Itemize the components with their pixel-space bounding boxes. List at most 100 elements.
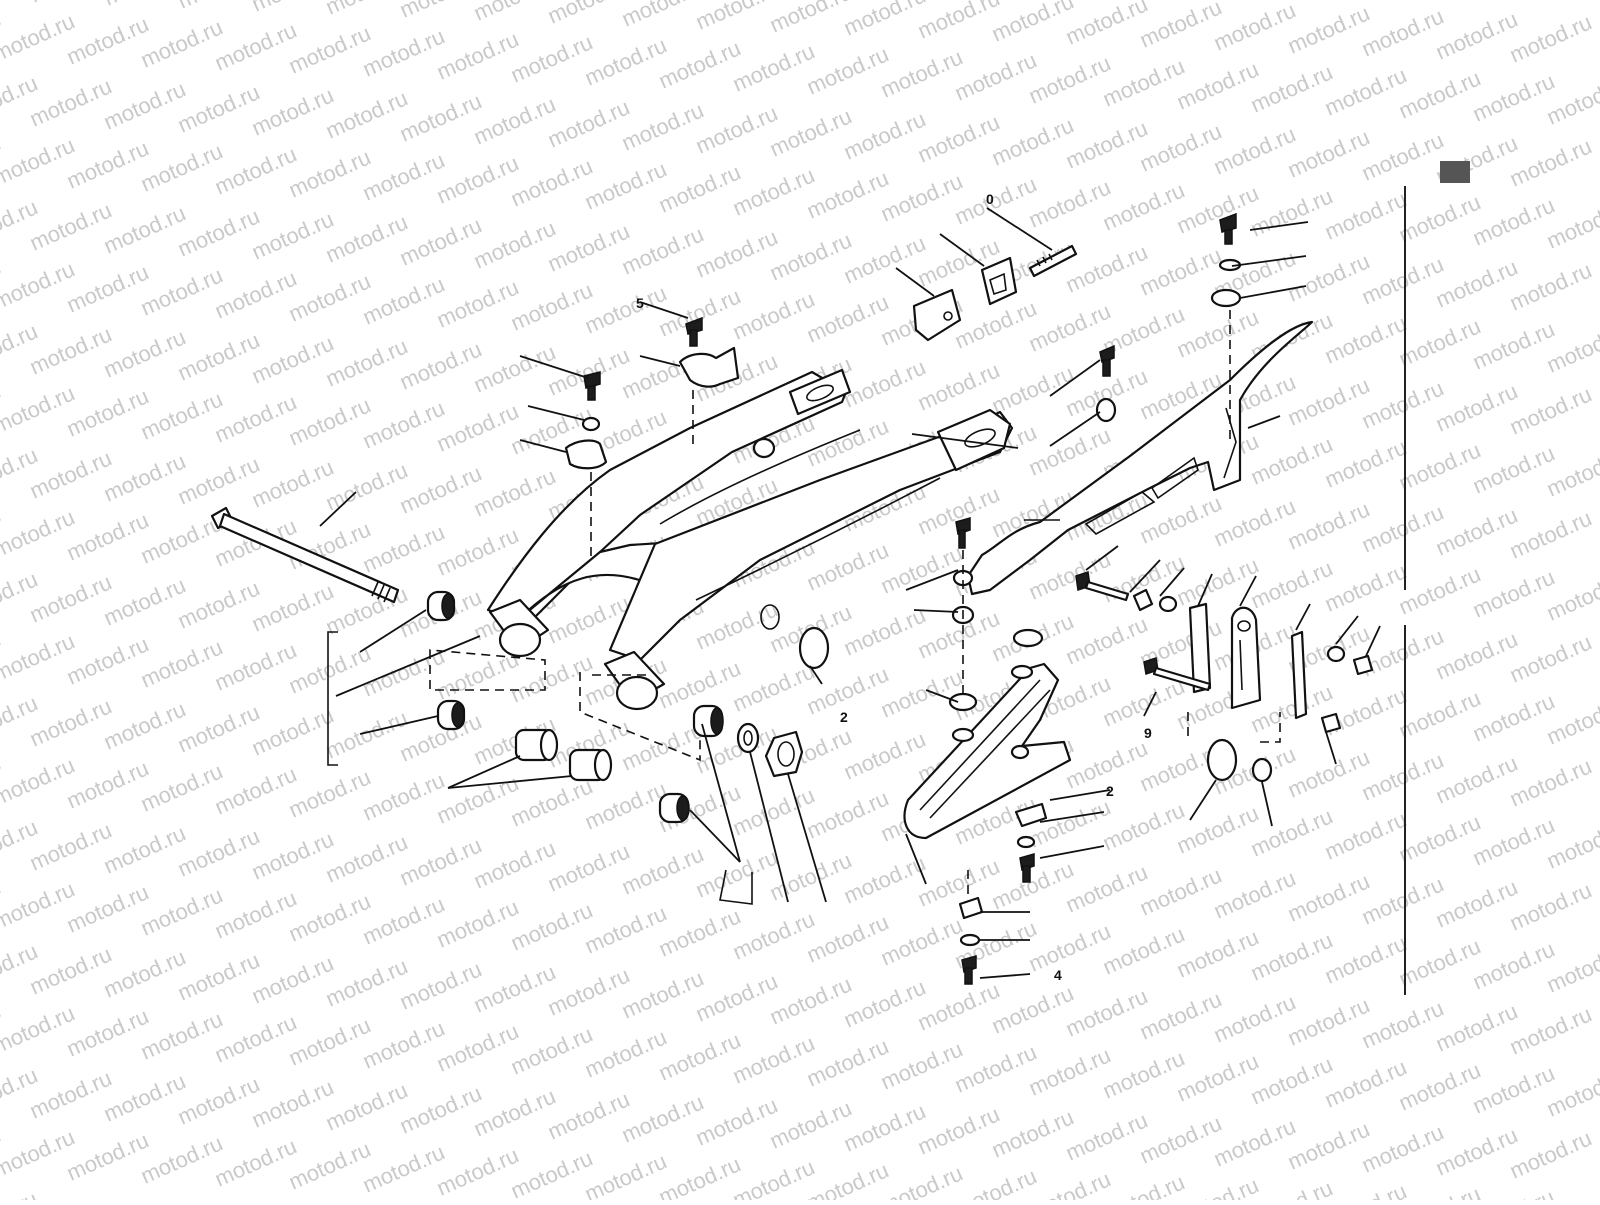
watermark-text: motod.ru <box>248 1074 337 1132</box>
watermark-text: motod.ru <box>100 76 189 134</box>
watermark-text: motod.ru <box>1506 133 1595 191</box>
watermark-text: motod.ru <box>544 838 633 896</box>
watermark-text: motod.ru <box>174 699 263 757</box>
watermark-text: motod.ru <box>877 44 966 102</box>
watermark-text: motod.ru <box>433 522 522 580</box>
watermark-text: motod.ru <box>1099 1045 1188 1103</box>
watermark-text: motod.ru <box>1247 803 1336 861</box>
watermark-text: motod.ru <box>359 395 448 453</box>
watermark-text: motod.ru <box>840 106 929 164</box>
watermark-text: motod.ru <box>803 1157 892 1200</box>
watermark-text: motod.ru <box>0 876 78 934</box>
watermark-text: motod.ru <box>618 841 707 899</box>
watermark-text: motod.ru <box>1321 558 1410 616</box>
watermark-text: motod.ru <box>1025 422 1114 480</box>
watermark-text: motod.ru <box>470 215 559 273</box>
chain-case <box>966 320 1314 596</box>
watermark-text: motod.ru <box>433 1142 522 1200</box>
chain-case-bolts <box>1095 212 1242 440</box>
watermark-text: motod.ru <box>1284 372 1373 430</box>
watermark-text: motod.ru <box>1099 177 1188 235</box>
watermark-text: motod.ru <box>766 227 855 285</box>
watermark-text: motod.ru <box>766 971 855 1029</box>
watermark-text: motod.ru <box>174 823 263 881</box>
watermark-text: motod.ru <box>1432 998 1521 1056</box>
watermark-text: motod.ru <box>433 646 522 704</box>
pivot-boss-right <box>603 650 666 711</box>
watermark-text: motod.ru <box>507 773 596 831</box>
watermark-text: motod.ru <box>248 578 337 636</box>
adjuster-bolt <box>1028 244 1078 278</box>
watermark-text: motod.ru <box>1136 118 1225 176</box>
watermark-text: motod.ru <box>470 835 559 893</box>
watermark-text: motod.ru <box>1173 1048 1262 1106</box>
watermark-text: motod.ru <box>359 1015 448 1073</box>
watermark-text: motod.ru <box>1358 871 1447 929</box>
watermark-text: motod.ru <box>359 643 448 701</box>
watermark-text: motod.ru <box>0 1000 78 1058</box>
watermark-text: motod.ru <box>1062 115 1151 173</box>
watermark-text: motod.ru <box>248 206 337 264</box>
watermark-text: motod.ru <box>1099 673 1188 731</box>
watermark-text: motod.ru <box>507 1021 596 1079</box>
bracket-left <box>327 631 338 766</box>
watermark-text: motod.ru <box>470 463 559 521</box>
watermark-text: motod.ru <box>285 20 374 78</box>
watermark-text: motod.ru <box>433 1018 522 1076</box>
watermark-text: motod.ru <box>26 0 115 8</box>
watermark-text: motod.ru <box>581 1024 670 1082</box>
watermark-text: motod.ru <box>803 289 892 347</box>
watermark-text: motod.ru <box>211 885 300 943</box>
watermark-text: motod.ru <box>1506 629 1595 687</box>
watermark-text: motod.ru <box>840 974 929 1032</box>
watermark-text: motod.ru <box>0 504 78 562</box>
watermark-text: motod.ru <box>1099 797 1188 855</box>
watermark-text: motod.ru <box>1062 859 1151 917</box>
watermark-text: motod.ru <box>137 758 226 816</box>
watermark-text: motod.ru <box>322 457 411 515</box>
watermark-text: motod.ru <box>507 29 596 87</box>
watermark-text: motod.ru <box>1173 924 1262 982</box>
watermark-text: motod.ru <box>1358 3 1447 61</box>
watermark-text: motod.ru <box>581 280 670 338</box>
callout-2-cap: 2 <box>840 709 848 725</box>
watermark-text: motod.ru <box>359 147 448 205</box>
watermark-text: motod.ru <box>1025 546 1114 604</box>
watermark-text: motod.ru <box>618 1089 707 1147</box>
watermark-text: motod.ru <box>1210 121 1299 179</box>
callout-0: 0 <box>986 191 994 207</box>
watermark-text: motod.ru <box>396 212 485 270</box>
watermark-text: motod.ru <box>1506 877 1595 935</box>
watermark-text: motod.ru <box>248 330 337 388</box>
frame-cap <box>798 626 830 670</box>
watermark-text: motod.ru <box>1025 298 1114 356</box>
watermark-text: motod.ru <box>1025 50 1114 108</box>
watermark-text: motod.ru <box>174 327 263 385</box>
watermark-text: motod.ru <box>359 519 448 577</box>
watermark-text: motod.ru <box>729 1030 818 1088</box>
watermark-text: motod.ru <box>988 1104 1077 1162</box>
watermark-text: motod.ru <box>433 770 522 828</box>
watermark-text: motod.ru <box>766 1095 855 1153</box>
watermark-text: motod.ru <box>1506 381 1595 439</box>
watermark-text: motod.ru <box>1247 927 1336 985</box>
watermark-text: motod.ru <box>285 640 374 698</box>
watermark-text: motod.ru <box>766 847 855 905</box>
watermark-text: motod.ru <box>1395 809 1484 867</box>
watermark-text: motod.ru <box>1247 555 1336 613</box>
watermark-text: motod.ru <box>26 321 115 379</box>
watermark-text: motod.ru <box>1062 1107 1151 1165</box>
watermark-text: motod.ru <box>26 693 115 751</box>
watermark-text: motod.ru <box>248 950 337 1008</box>
watermark-text: motod.ru <box>729 286 818 344</box>
watermark-text: motod.ru <box>26 569 115 627</box>
watermark-text: motod.ru <box>100 1068 189 1126</box>
watermark-text: motod.ru <box>211 17 300 75</box>
watermark-text: motod.ru <box>507 649 596 707</box>
watermark-text: motod.ru <box>692 968 781 1026</box>
bushing-lower-right <box>658 792 690 824</box>
watermark-text: motod.ru <box>1469 316 1558 374</box>
watermark-text: motod.ru <box>359 23 448 81</box>
watermark-text: motod.ru <box>507 897 596 955</box>
